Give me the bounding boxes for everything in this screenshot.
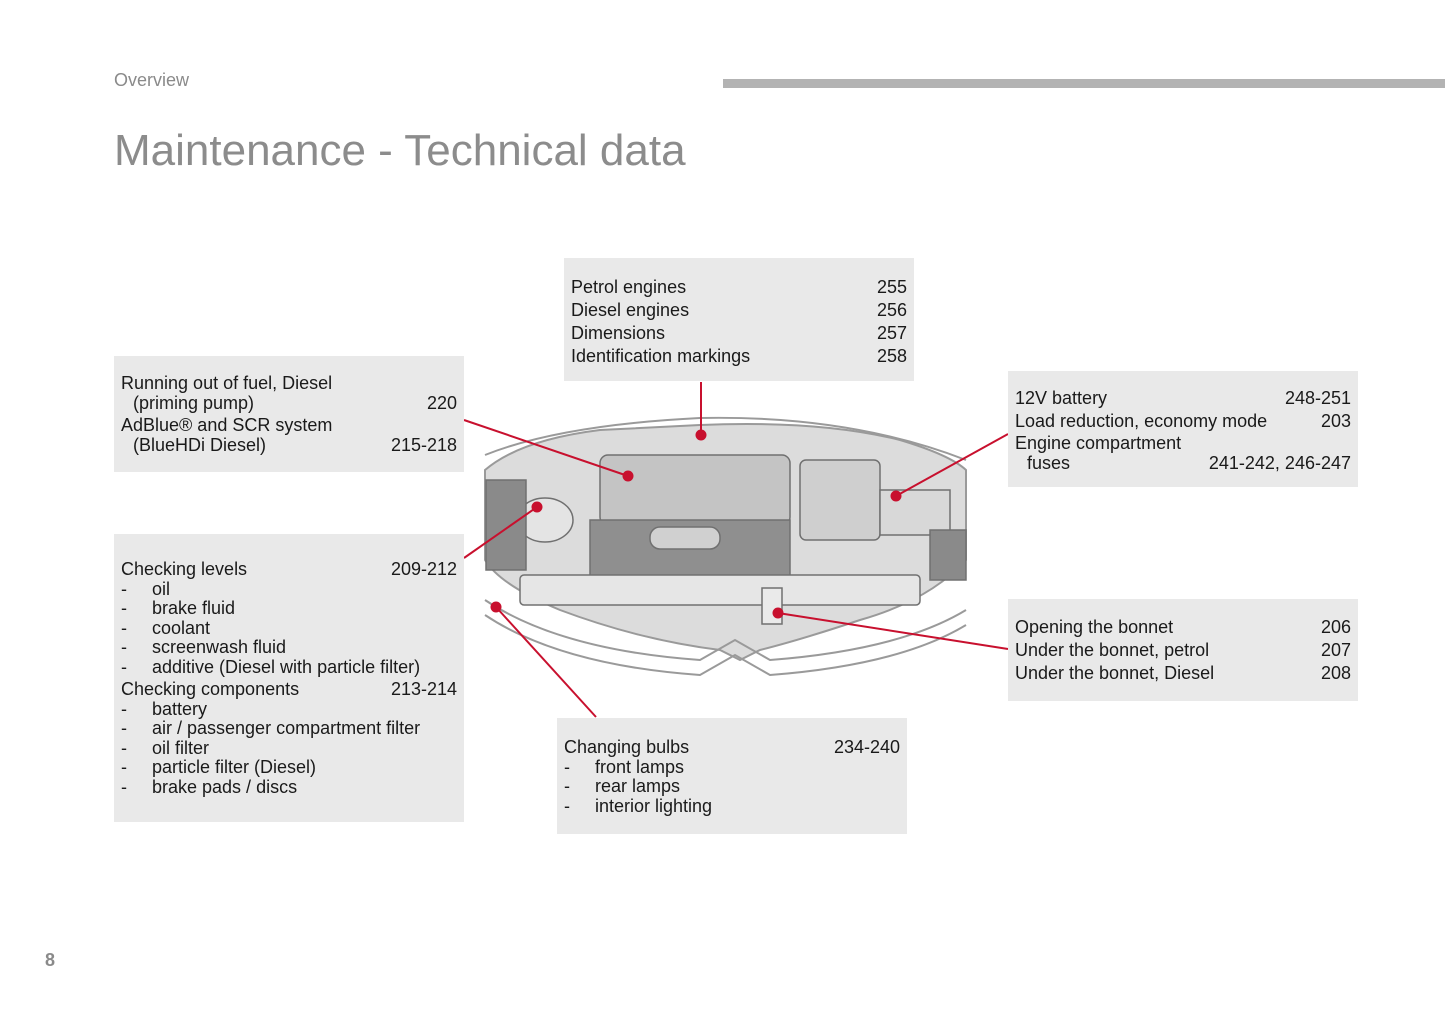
page-ref: 255	[876, 277, 907, 297]
page-ref: 257	[876, 323, 907, 343]
sub-item: battery	[152, 698, 208, 719]
page-ref: 241-242, 246-247	[1208, 453, 1351, 473]
item-label: fuses	[1027, 453, 1071, 473]
item-label: Dimensions	[571, 323, 666, 343]
sub-item: interior lighting	[595, 795, 713, 816]
dash: -	[121, 718, 127, 738]
header-bar	[723, 79, 1445, 88]
sub-item: rear lamps	[595, 776, 681, 796]
dash: -	[121, 656, 127, 677]
sub-item: oil filter	[152, 737, 210, 758]
item-label: Checking levels	[121, 559, 248, 579]
dash: -	[121, 698, 127, 719]
page-ref: 248-251	[1284, 388, 1351, 408]
item-label: Engine compartment	[1015, 433, 1182, 453]
dash: -	[121, 598, 127, 618]
item-label: Under the bonnet, petrol	[1015, 640, 1210, 660]
item-label: 12V battery	[1015, 388, 1108, 408]
page-ref: 203	[1320, 411, 1351, 431]
sub-item: brake fluid	[152, 598, 236, 618]
page-title: Maintenance - Technical data	[114, 126, 686, 175]
item-label: (priming pump)	[133, 392, 255, 413]
dash: -	[564, 795, 570, 816]
item-label: Changing bulbs	[564, 737, 690, 757]
sub-item: air / passenger compartment filter	[152, 718, 421, 738]
section-label: Overview	[114, 70, 190, 90]
fuel-box: Running out of fuel, Diesel (priming pum…	[114, 356, 464, 472]
sub-item: additive (Diesel with particle filter)	[152, 656, 421, 677]
dash: -	[121, 637, 127, 657]
checks-box: Checking levels 209-212 - oil - brake fluid…	[114, 534, 464, 822]
bonnet-box: Opening the bonnet 206 Under the bonnet, …	[1008, 599, 1358, 701]
page-ref: 220	[426, 392, 457, 413]
bulbs-box: Changing bulbs 234-240 - front lamps - rear…	[557, 718, 907, 834]
battery-box: 12V battery 248-251 Load reduction, econo…	[1008, 371, 1358, 487]
engines-box: Petrol engines 255 Diesel engines 256 Dime…	[564, 258, 914, 381]
page-number: 8	[45, 950, 56, 970]
page-ref: 256	[876, 300, 907, 320]
dash: -	[121, 617, 127, 638]
dash: -	[564, 756, 570, 777]
dash: -	[121, 776, 127, 797]
page-ref: 209-212	[390, 559, 457, 579]
sub-item: coolant	[152, 617, 211, 638]
leader-lines	[463, 382, 1009, 718]
sub-item: particle filter (Diesel)	[152, 757, 317, 777]
item-label: (BlueHDi Diesel)	[133, 434, 267, 455]
sub-item: screenwash fluid	[152, 637, 287, 657]
page-ref: 207	[1320, 640, 1351, 660]
item-label: AdBlue® and SCR system	[121, 415, 333, 435]
item-label: Petrol engines	[571, 277, 687, 297]
item-label: Identification markings	[571, 346, 751, 366]
sub-item: front lamps	[595, 756, 685, 777]
item-label: Running out of fuel, Diesel	[121, 373, 333, 393]
sub-item: oil	[152, 578, 171, 599]
dash: -	[121, 578, 127, 599]
item-label: Checking components	[121, 679, 300, 699]
dash: -	[564, 776, 570, 796]
page-ref: 206	[1320, 617, 1351, 637]
item-label: Opening the bonnet	[1015, 617, 1174, 637]
page-ref: 208	[1320, 663, 1351, 683]
page-ref: 234-240	[833, 737, 900, 757]
dash: -	[121, 757, 127, 777]
page-ref: 213-214	[390, 679, 457, 699]
item-label: Under the bonnet, Diesel	[1015, 663, 1215, 683]
page-ref: 258	[876, 346, 907, 366]
sub-item: brake pads / discs	[152, 776, 298, 797]
item-label: Load reduction, economy mode	[1015, 411, 1268, 431]
dash: -	[121, 737, 127, 758]
item-label: Diesel engines	[571, 300, 690, 320]
page-ref: 215-218	[390, 434, 457, 455]
